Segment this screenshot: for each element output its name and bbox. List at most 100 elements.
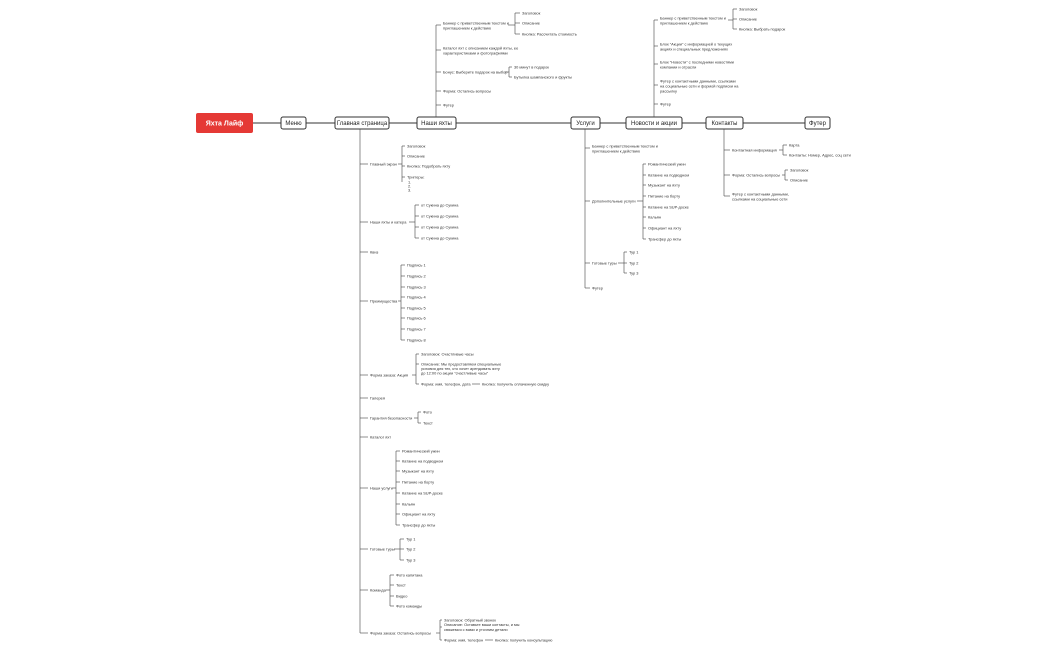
news-banner-text: Баннер с приветственным текстом и bbox=[660, 16, 726, 21]
home-advantage-item: Подпись 8 bbox=[407, 338, 426, 343]
node-menu[interactable]: Меню bbox=[280, 116, 307, 130]
home-order-question-title: Заголовок: Обратный звонок bbox=[444, 618, 496, 623]
news-actions: Блок "Акции" с информацией о текущих bbox=[660, 42, 732, 47]
home-team-item: Фото команды bbox=[396, 604, 422, 609]
node-contacts-label: Контакты bbox=[712, 121, 738, 127]
contacts-info-label: Контактная информация bbox=[732, 148, 777, 153]
home-advantage-item: Подпись 2 bbox=[407, 274, 426, 279]
contacts-form-label: Форма: Остались вопросы bbox=[732, 173, 780, 178]
services-extra-item: Трансфер до яхты bbox=[648, 237, 681, 242]
services-extra-item: Катание на SUP-доске bbox=[648, 205, 689, 210]
yachts-catalog: характеристиками и фотографиями bbox=[443, 51, 508, 56]
news-footer-block: Футер с контактными данными, ссылками bbox=[660, 79, 736, 84]
home-fleet-item: от Сукина до Сукина bbox=[421, 236, 459, 241]
yachts-banner-item: Описание bbox=[522, 21, 540, 26]
home-order-action-label: Форма заказа: Акция bbox=[370, 373, 408, 378]
news-newsblock: Блок "Новости" с последними новостями bbox=[660, 60, 734, 65]
node-home[interactable]: Главная страница bbox=[334, 116, 390, 130]
services-extra-item: Кальян bbox=[648, 215, 661, 220]
home-service-item: Трансфер до яхты bbox=[402, 523, 435, 528]
home-order-question-desc: свяжемся с вами и уточним детали bbox=[444, 627, 508, 632]
home-branch: Главный экран Заголовок Описание Кнопка:… bbox=[360, 144, 552, 643]
news-banner-item: Кнопка: Выбрать подарок bbox=[739, 27, 785, 32]
root-label: Яхта Лайф bbox=[206, 119, 244, 127]
home-safety-item: Текст bbox=[423, 421, 433, 426]
news-banner-text: приглашением к действию bbox=[660, 21, 708, 26]
home-order-action-desc: до 12:00 по акции "счастливые часы" bbox=[421, 371, 489, 376]
services-extra-label: Дополнительные услуги bbox=[592, 199, 636, 204]
home-service-item: Кальян bbox=[402, 502, 415, 507]
contacts-info-item: Контакты: Номер, Адрес, соц сети bbox=[789, 153, 851, 158]
yachts-promo-item: Бутылка шампанского и фрукты bbox=[514, 75, 572, 80]
home-order-question-desc: Описание: Оставьте ваши контакты, и мы bbox=[444, 622, 520, 627]
home-order-action-desc: условия для тех, кто хочет арендовать ях… bbox=[421, 366, 500, 371]
home-gallery: Галерея bbox=[370, 396, 385, 401]
node-yachts[interactable]: Наши яхты bbox=[416, 116, 457, 130]
contacts-form-item: Описание bbox=[790, 178, 808, 183]
home-fleet-label: Наши яхты и катера bbox=[370, 220, 407, 225]
node-contacts[interactable]: Контакты bbox=[705, 116, 744, 130]
node-footer-label: Футер bbox=[809, 121, 827, 127]
home-advantage-item: Подпись 1 bbox=[407, 263, 426, 268]
home-advantage-item: Подпись 3 bbox=[407, 285, 426, 290]
news-newsblock: компании и отрасли bbox=[660, 65, 696, 70]
home-tours-label: Готовые туры bbox=[370, 547, 395, 552]
yachts-promo-item: 30 минут в подарок bbox=[514, 65, 549, 70]
home-banner-label: Главный экран bbox=[370, 162, 397, 167]
home-banner-item: Заголовок bbox=[407, 144, 426, 149]
home-service-item: Катание на SUP-доске bbox=[402, 491, 443, 496]
services-branch: Баннер с приветственным текстом и пригла… bbox=[585, 144, 689, 291]
home-banner-item: Кнопка: Подобрать яхту bbox=[407, 164, 450, 169]
node-news[interactable]: Новости и акции bbox=[625, 116, 683, 130]
node-footer[interactable]: Футер bbox=[804, 116, 831, 130]
home-order-question-button: Кнопка: получить консультацию bbox=[495, 638, 552, 643]
home-fleet-item: от Сукина до Сукина bbox=[421, 203, 459, 208]
home-trigger-num: 3. bbox=[408, 188, 411, 193]
news-footer-block: рассылку bbox=[660, 89, 677, 94]
home-catalog: Каталог яхт bbox=[370, 435, 391, 440]
node-menu-label: Меню bbox=[285, 121, 302, 127]
services-banner-text: приглашением к действию bbox=[592, 149, 640, 154]
news-footer-block: на социальные сети и формой подписки на bbox=[660, 84, 739, 89]
home-triggers: Триггеры: bbox=[407, 175, 424, 180]
home-service-item: Катание на подводном bbox=[402, 459, 443, 464]
yachts-footer: Футер bbox=[443, 103, 454, 108]
node-news-label: Новости и акции bbox=[631, 121, 677, 127]
home-order-question-label: Форма заказа: Остались вопросы bbox=[370, 631, 431, 636]
home-trigger-num: 1. bbox=[408, 180, 411, 185]
home-team-label: Команда bbox=[370, 588, 387, 593]
home-quiz: Квиз bbox=[370, 250, 379, 255]
node-home-label: Главная страница bbox=[337, 121, 388, 127]
home-order-action-desc: Описание: Мы предоставляем специальные bbox=[421, 362, 501, 367]
home-service-item: Романтический ужин bbox=[402, 449, 440, 454]
home-tour-item: Тур 1 bbox=[406, 537, 415, 542]
contacts-form-item: Заголовок bbox=[790, 168, 809, 173]
home-tour-item: Тур 3 bbox=[406, 558, 415, 563]
services-extra-item: Питание на борту bbox=[648, 194, 680, 199]
home-trigger-num: 2. bbox=[408, 184, 411, 189]
root-node[interactable]: Яхта Лайф bbox=[196, 113, 253, 133]
services-extra-item: Официант на яхту bbox=[648, 226, 681, 231]
home-advantages-label: Преимущества bbox=[370, 299, 398, 304]
services-tour-item: Тур 3 bbox=[629, 271, 638, 276]
services-tours-label: Готовые туры bbox=[592, 261, 617, 266]
home-order-action-title: Заголовок: Счастливые часы bbox=[421, 352, 474, 357]
home-service-item: Питание на борту bbox=[402, 480, 434, 485]
services-tour-item: Тур 1 bbox=[629, 250, 638, 255]
home-order-action-form: Форма: имя, телефон, дата bbox=[421, 382, 471, 387]
root-box bbox=[196, 113, 253, 133]
home-safety-item: Фото bbox=[423, 410, 432, 415]
node-services-label: Услуги bbox=[576, 121, 594, 127]
news-branch: Баннер с приветственным текстом и пригла… bbox=[654, 7, 785, 107]
services-extra-item: Музыкант на яхту bbox=[648, 183, 680, 188]
home-order-action-button: Кнопка: получить оплаченную скидку bbox=[482, 382, 549, 387]
news-footer: Футер bbox=[660, 102, 671, 107]
node-services[interactable]: Услуги bbox=[570, 116, 601, 130]
home-advantage-item: Подпись 7 bbox=[407, 327, 426, 332]
home-services-label: Наши услуги bbox=[370, 486, 393, 491]
news-banner-item: Описание bbox=[739, 17, 757, 22]
yachts-banner-text: Баннер с приветственным текстом и bbox=[443, 21, 509, 26]
yachts-banner-item: Заголовок bbox=[522, 11, 541, 16]
home-advantage-item: Подпись 5 bbox=[407, 306, 426, 311]
